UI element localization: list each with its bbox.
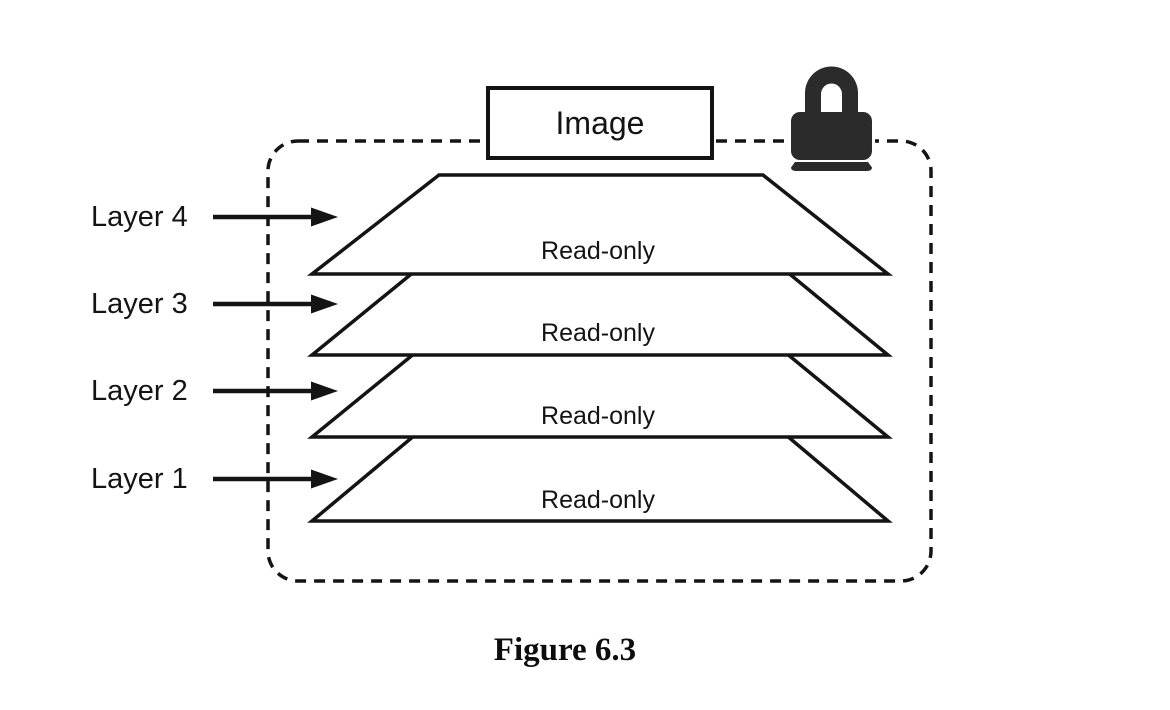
layer-3-label: Layer 3: [91, 288, 188, 320]
layer-1-access-label: Read-only: [541, 486, 655, 514]
layer-2-access-label: Read-only: [541, 402, 655, 430]
layer-4-label: Layer 4: [91, 201, 188, 233]
layer-3-access-label: Read-only: [541, 319, 655, 347]
layer-1-arrow: [213, 469, 338, 489]
image-box-label: Image: [555, 105, 645, 141]
layer-1-label: Layer 1: [91, 463, 188, 495]
layer-2-arrow: [213, 381, 338, 401]
layer-2-label: Layer 2: [91, 375, 188, 407]
layer-3-arrow: [213, 294, 338, 314]
padlock-icon: [788, 66, 875, 171]
image-box: [486, 86, 714, 160]
figure-caption: Figure 6.3: [493, 632, 637, 668]
layer-4-access-label: Read-only: [541, 237, 655, 265]
dashed-boundary: [266, 139, 933, 583]
layer-4-arrow: [213, 207, 338, 227]
layer-4-trapezoid: [306, 173, 894, 276]
